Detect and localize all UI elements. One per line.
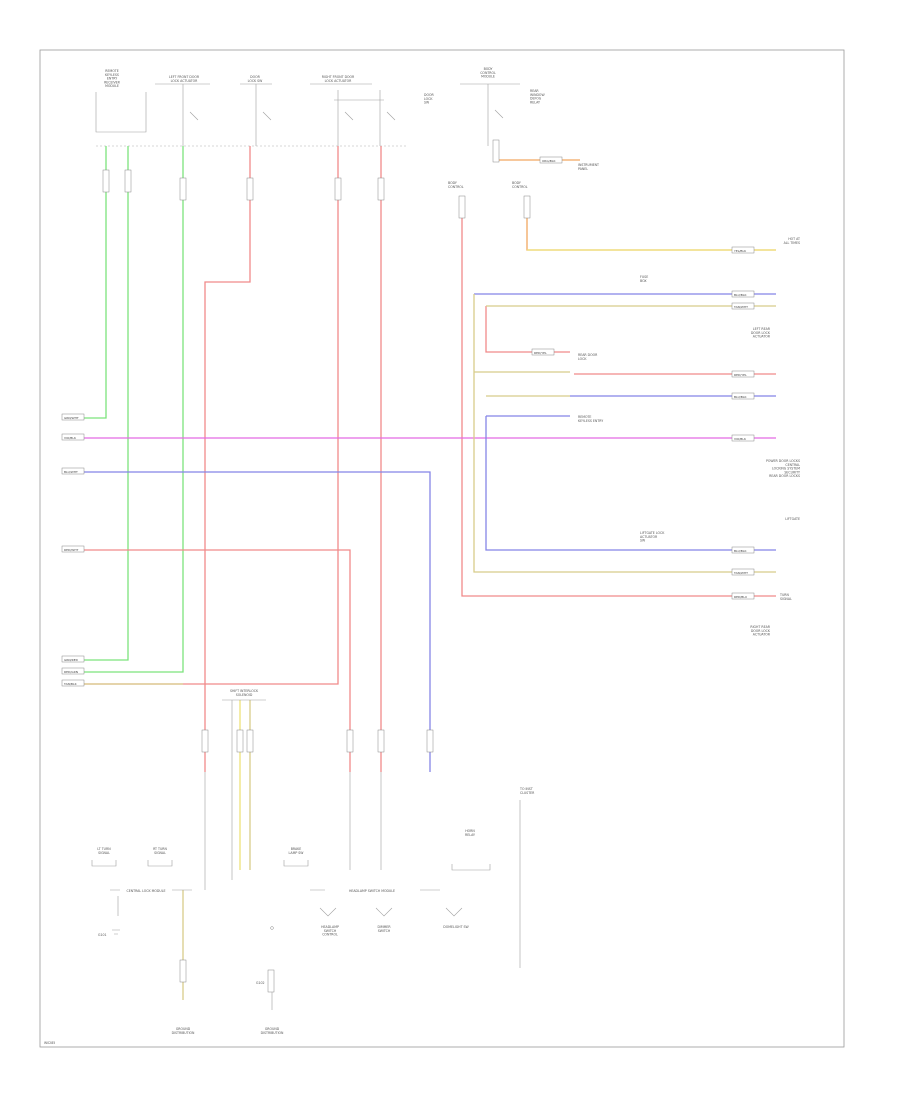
tag-7: TAN/BLK	[63, 682, 78, 686]
tag-11: TAN/WHT	[733, 305, 748, 309]
tag-4: RED/WHT	[64, 548, 79, 552]
wire-green-3	[62, 146, 184, 673]
wire-red-6	[485, 306, 570, 353]
tag-1: GRN/WHT	[64, 416, 79, 420]
wire-red-1	[204, 146, 251, 772]
label-liftgate: LIFTGATE	[785, 517, 800, 521]
tag-14: BLU/BLK	[734, 395, 748, 399]
wire-orange-2	[526, 200, 776, 251]
tag-18: RED/BLU	[734, 595, 747, 599]
diagram-frame	[39, 49, 845, 1048]
wire-red-5	[461, 200, 776, 597]
label-central-lock-module: CENTRAL LOCK MODULE	[127, 889, 166, 893]
tag-2: VIO/BLK	[64, 436, 77, 440]
label-headlamp-switch-module: HEADLAMP SWITCH MODULE	[349, 889, 395, 893]
label-g102: G102	[256, 981, 265, 985]
tag-9: YEL/BLK	[734, 249, 747, 253]
tag-13: RED/YEL	[734, 373, 747, 377]
tag-6: RED/GRN	[64, 670, 78, 674]
tag-8: ORG/BLK	[542, 159, 557, 163]
label-domelight-sw: DOMELIGHT SW	[443, 925, 469, 929]
tag-3: BLU/WHT	[64, 470, 78, 474]
wires	[62, 146, 776, 1000]
wire-blue-5	[485, 416, 776, 551]
tag-10: BLU/BLK	[734, 293, 748, 297]
wire-red-2	[62, 146, 339, 685]
wire-tan-1	[473, 294, 776, 573]
wire-green-1	[62, 146, 107, 419]
tag-12: RED/YEL	[534, 351, 547, 355]
label-g101: G101	[98, 933, 107, 937]
diagram-code: W0285	[44, 1041, 55, 1045]
tag-15: VIO/BLK	[734, 437, 747, 441]
tag-17: TAN/WHT	[733, 571, 748, 575]
wire-red-4	[62, 549, 351, 772]
wire-green-2	[62, 146, 129, 661]
tag-5: GRN/RED	[64, 658, 79, 662]
wire-tags: GRN/WHT VIO/BLK BLU/WHT RED/WHT GRN/RED …	[61, 139, 755, 993]
tag-16: BLU/BLK	[734, 549, 748, 553]
wire-blue-1	[62, 471, 431, 772]
